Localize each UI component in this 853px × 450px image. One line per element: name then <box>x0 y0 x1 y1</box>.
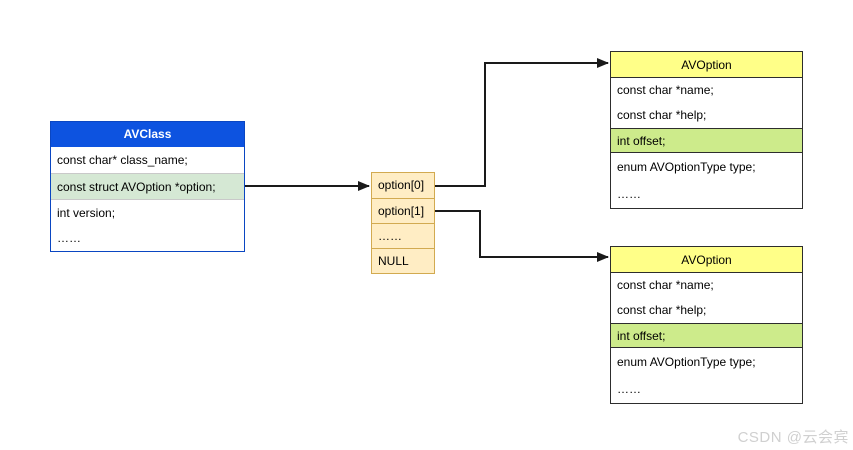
avclass-field-option: const struct AVOption *option; <box>51 173 244 199</box>
avoption-struct-box-bottom: AVOption const char *name; const char *h… <box>610 246 803 404</box>
avclass-title: AVClass <box>51 122 244 147</box>
avoption-bottom-field-offset: int offset; <box>611 323 802 348</box>
avoption-top-field-type: enum AVOptionType type; <box>611 153 802 181</box>
avclass-struct-box: AVClass const char* class_name; const st… <box>50 121 245 252</box>
watermark: CSDN @云会宾 <box>737 429 849 446</box>
arrow-option1-to-avoption-bottom <box>435 210 609 262</box>
array-cell-ellipsis: …… <box>372 223 434 248</box>
avclass-field-ellipsis: …… <box>51 225 244 251</box>
avoption-top-field-offset: int offset; <box>611 128 802 153</box>
avoption-struct-box-top: AVOption const char *name; const char *h… <box>610 51 803 209</box>
avclass-field-version: int version; <box>51 199 244 225</box>
array-cell-option0: option[0] <box>378 178 425 192</box>
avoption-bottom-field-name: const char *name; <box>611 273 802 298</box>
avoption-bottom-title: AVOption <box>611 247 802 273</box>
avoption-bottom-field-type: enum AVOptionType type; <box>611 348 802 376</box>
array-cell-option1: option[1] <box>372 198 434 223</box>
arrow-option0-to-avoption-top <box>435 58 609 187</box>
options-array-box: option[0] option[1] …… NULL <box>371 172 435 274</box>
avoption-bottom-field-ellipsis: …… <box>611 376 802 403</box>
avclass-field-class-name: const char* class_name; <box>51 147 244 173</box>
array-cell-null: NULL <box>372 248 434 273</box>
avoption-top-field-help: const char *help; <box>611 103 802 128</box>
avoption-top-field-ellipsis: …… <box>611 181 802 208</box>
avoption-top-field-name: const char *name; <box>611 78 802 103</box>
avoption-top-title: AVOption <box>611 52 802 78</box>
avoption-bottom-field-help: const char *help; <box>611 298 802 323</box>
